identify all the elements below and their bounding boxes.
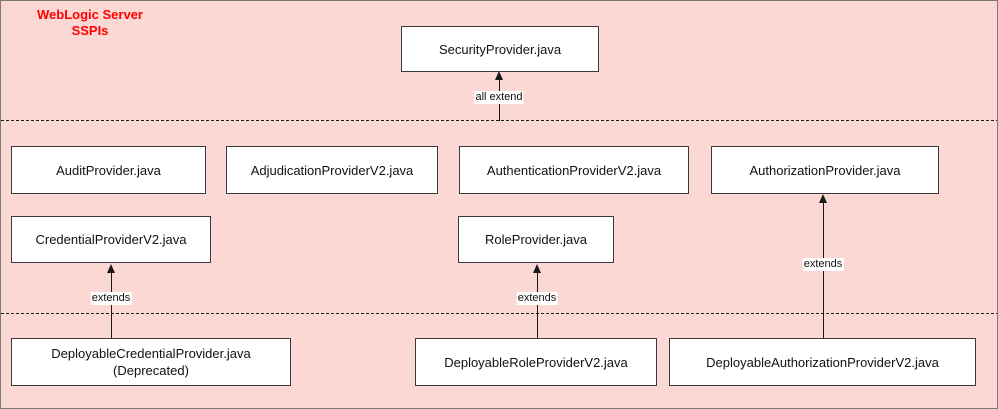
arrowhead-role-extends: [532, 264, 541, 273]
node-deployable-authorization-provider-v2[interactable]: DeployableAuthorizationProviderV2.java: [669, 338, 976, 386]
section-divider-bottom: [1, 313, 997, 314]
node-audit-provider[interactable]: AuditProvider.java: [11, 146, 206, 194]
connector-credential-extends: [111, 272, 112, 338]
node-deployable-role-provider-v2[interactable]: DeployableRoleProviderV2.java: [415, 338, 657, 386]
node-role-provider[interactable]: RoleProvider.java: [458, 216, 614, 263]
node-security-provider[interactable]: SecurityProvider.java: [401, 26, 599, 72]
node-adjudication-provider-v2[interactable]: AdjudicationProviderV2.java: [226, 146, 438, 194]
arrowhead-all-extend: [494, 71, 503, 80]
connector-role-extends: [537, 272, 538, 338]
node-authentication-provider-v2[interactable]: AuthenticationProviderV2.java: [459, 146, 689, 194]
edge-label-credential-extends: extends: [90, 292, 132, 305]
node-deployable-credential-provider[interactable]: DeployableCredentialProvider.java (Depre…: [11, 338, 291, 386]
node-authorization-provider[interactable]: AuthorizationProvider.java: [711, 146, 939, 194]
arrowhead-authorization-extends: [818, 194, 827, 203]
edge-label-authorization-extends: extends: [802, 258, 844, 271]
node-credential-provider-v2[interactable]: CredentialProviderV2.java: [11, 216, 211, 263]
arrowhead-credential-extends: [106, 264, 115, 273]
diagram-title: WebLogic Server SSPIs: [37, 7, 143, 38]
edge-label-role-extends: extends: [516, 292, 558, 305]
edge-label-all-extend: all extend: [474, 91, 524, 104]
